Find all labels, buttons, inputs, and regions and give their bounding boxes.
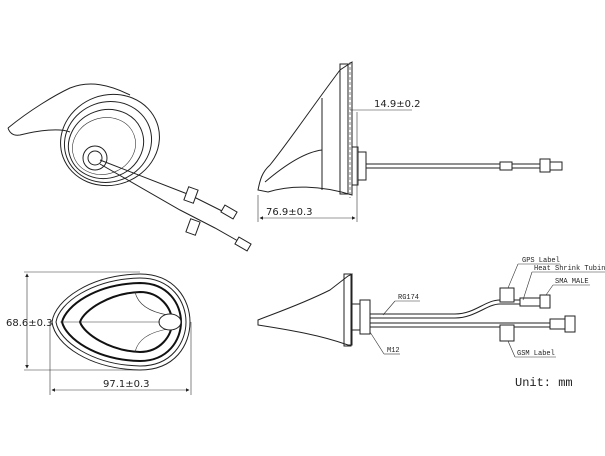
side-length-dimension: 76.9±0.3 [266,207,313,218]
gsm-label-callout: GSM Label [517,350,555,358]
unit-note: Unit: mm [515,376,573,390]
top-view: 68.6±0.3 97.1±0.3 [6,271,192,395]
cable-assembly-view: RG174 M12 GPS Label Heat Shrink Tubing S… [257,257,605,390]
side-view: 76.9±0.3 14.9±0.2 [257,61,563,222]
sma-male-callout: SMA MALE [555,278,589,286]
mount-depth-dimension: 14.9±0.2 [374,99,421,110]
cable-type-label: RG174 [398,294,419,302]
isometric-view [7,83,252,252]
gps-label-callout: GPS Label [522,257,560,265]
heat-shrink-callout: Heat Shrink Tubing [534,265,605,273]
top-length-dimension: 97.1±0.3 [103,379,150,390]
top-height-dimension: 68.6±0.3 [6,318,53,329]
thread-label: M12 [387,347,400,355]
